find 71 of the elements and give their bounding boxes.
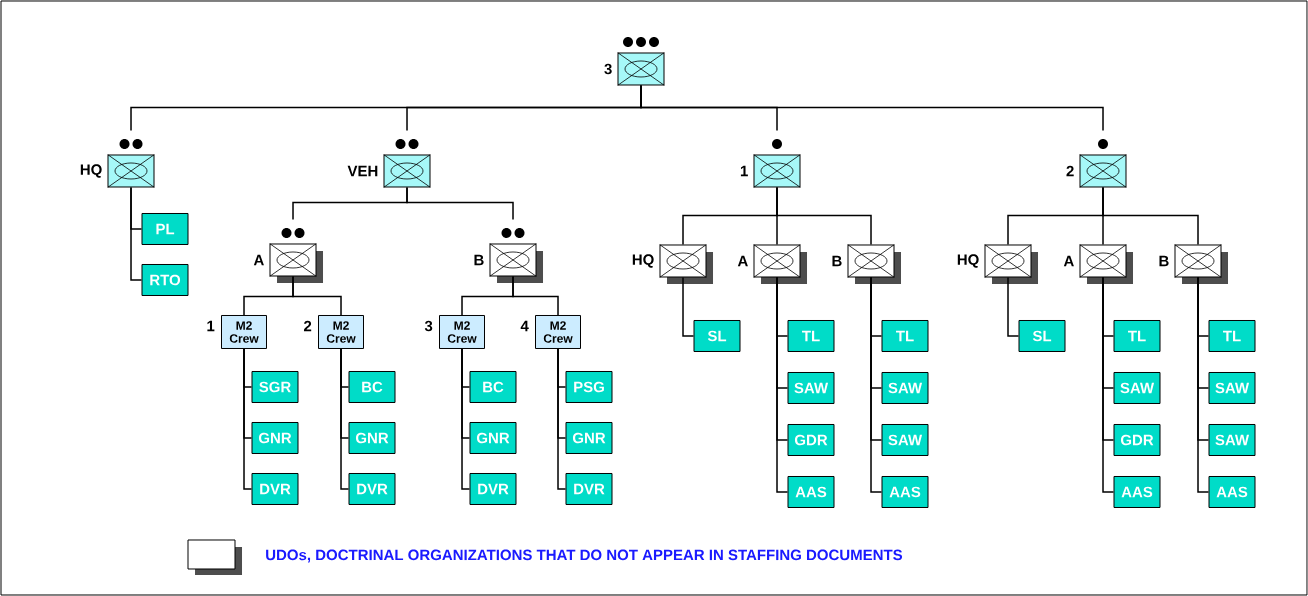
unit-label: HQ bbox=[632, 254, 654, 268]
position-box: PL bbox=[141, 213, 189, 245]
crew-number: 3 bbox=[424, 320, 433, 332]
position-box: GDR bbox=[1113, 424, 1161, 456]
legend-text: UDOs, DOCTRINAL ORGANIZATIONS THAT DO NOT APPEAR IN STAFFING DOCUMENTS bbox=[266, 549, 903, 563]
position-box: DVR bbox=[469, 473, 517, 505]
unit-label: VEH bbox=[347, 165, 378, 177]
connector-line bbox=[1102, 186, 1199, 246]
position-box: PSG bbox=[565, 371, 613, 403]
crew-number: 4 bbox=[520, 320, 529, 332]
position-box: AAS bbox=[881, 476, 929, 508]
unit-label: A bbox=[1063, 255, 1074, 267]
connector-line bbox=[870, 276, 883, 493]
position-box: DVR bbox=[251, 473, 299, 505]
position-box: AAS bbox=[787, 476, 835, 508]
connector-line bbox=[340, 348, 350, 490]
position-box: TL bbox=[1113, 320, 1161, 352]
unit-label: HQ bbox=[957, 254, 979, 268]
position-box: SL bbox=[1018, 320, 1066, 352]
unit-label: HQ bbox=[80, 164, 102, 178]
connector-line bbox=[1197, 276, 1210, 493]
crew-number: 1 bbox=[207, 320, 215, 332]
position-box: SL bbox=[693, 320, 741, 352]
position-box: GNR bbox=[469, 422, 517, 454]
position-box: SAW bbox=[1208, 372, 1256, 404]
position-box: GDR bbox=[787, 424, 835, 456]
position-box: DVR bbox=[565, 473, 613, 505]
connector-line bbox=[776, 186, 872, 246]
crew-box: M2 Crew bbox=[221, 315, 267, 349]
unit-label: A bbox=[253, 254, 264, 266]
position-box: SAW bbox=[787, 372, 835, 404]
position-box: AAS bbox=[1208, 476, 1256, 508]
position-box: GNR bbox=[565, 422, 613, 454]
connector-line bbox=[682, 276, 695, 337]
connector-line bbox=[1007, 276, 1020, 337]
position-box: BC bbox=[348, 371, 396, 403]
position-box: SAW bbox=[1113, 372, 1161, 404]
position-box: SAW bbox=[1208, 424, 1256, 456]
crew-box: M2 Crew bbox=[535, 315, 581, 349]
unit-label: 3 bbox=[604, 63, 612, 75]
position-box: GNR bbox=[251, 422, 299, 454]
position-box: TL bbox=[787, 320, 835, 352]
position-box: SAW bbox=[881, 424, 929, 456]
connector-line bbox=[640, 84, 1104, 132]
position-box: TL bbox=[1208, 320, 1256, 352]
connector-line bbox=[243, 348, 253, 490]
unit-label: 1 bbox=[740, 165, 748, 177]
connector-line bbox=[557, 348, 567, 490]
connector-line bbox=[512, 275, 559, 316]
connector-line bbox=[130, 186, 143, 281]
position-box: TL bbox=[881, 320, 929, 352]
crew-number: 2 bbox=[304, 320, 312, 332]
position-box: RTO bbox=[141, 264, 189, 296]
unit-label: B bbox=[474, 254, 484, 266]
position-box: AAS bbox=[1113, 476, 1161, 508]
crew-box: M2 Crew bbox=[318, 315, 364, 349]
position-box: SAW bbox=[881, 372, 929, 404]
crew-box: M2 Crew bbox=[439, 315, 485, 349]
unit-label: B bbox=[1159, 255, 1169, 267]
unit-label: B bbox=[832, 255, 842, 267]
connector-line bbox=[406, 186, 514, 221]
connector-line bbox=[776, 276, 789, 493]
connector-line bbox=[1102, 276, 1115, 493]
position-box: DVR bbox=[348, 473, 396, 505]
position-box: GNR bbox=[348, 422, 396, 454]
position-box: BC bbox=[469, 371, 517, 403]
position-box: SGR bbox=[251, 371, 299, 403]
connector-line bbox=[461, 348, 471, 490]
unit-label: A bbox=[737, 255, 748, 267]
connector-line bbox=[292, 275, 342, 316]
unit-label: 2 bbox=[1066, 165, 1074, 177]
